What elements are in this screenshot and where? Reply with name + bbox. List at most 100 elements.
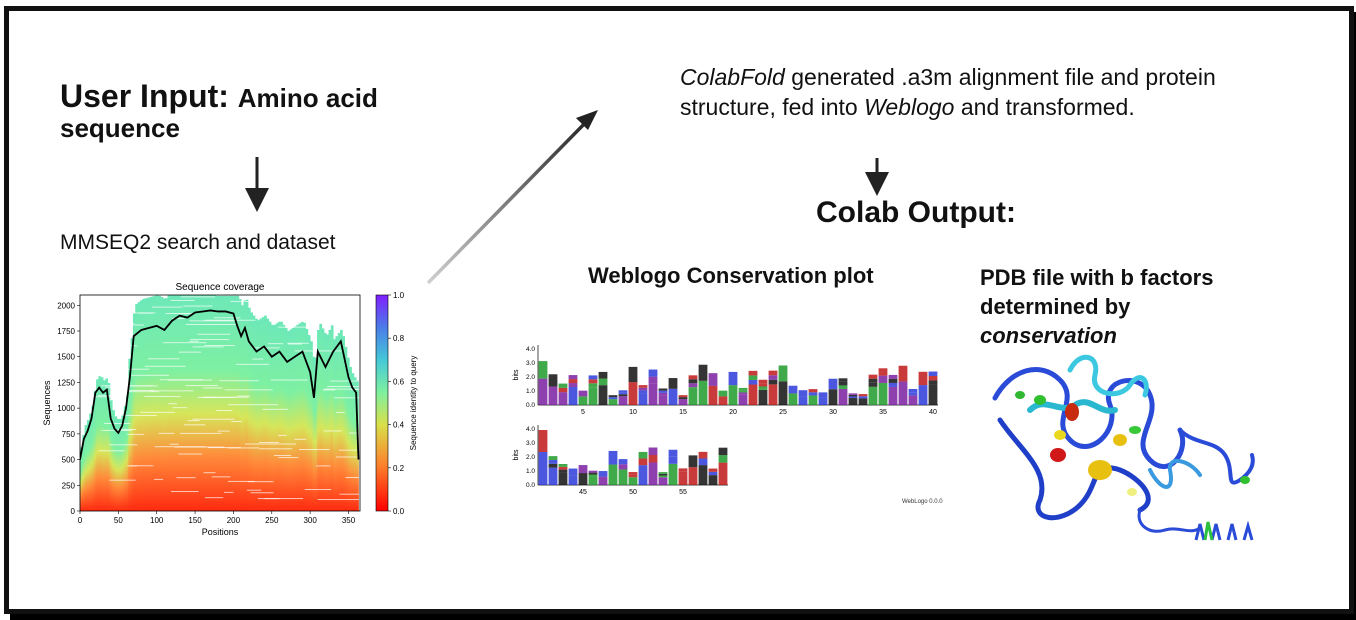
heat-streak [250,492,274,494]
logo-x-tick: 25 [779,409,787,416]
logo-x-tick: 40 [929,409,937,416]
heat-column [201,295,205,511]
heat-streak [144,395,181,397]
logo-glyph [548,374,558,387]
heat-column [245,299,249,511]
logo-glyph [578,465,588,474]
logo-glyph [928,371,938,376]
heat-streak [127,433,145,435]
logo-glyph [668,449,678,457]
heat-streak [216,409,233,411]
heat-column [252,315,256,511]
heat-column [89,413,92,511]
logo-glyph [738,394,748,405]
colorbar-tick-label: 0.0 [393,507,405,516]
logo-ylabel: bits [513,369,520,380]
heat-streak [339,493,360,495]
heat-column [335,336,339,511]
heat-streak [162,342,207,344]
y-tick-label: 1250 [57,378,75,387]
heat-column [330,325,334,511]
heat-streak [317,499,360,501]
logo-x-tick: 10 [629,409,637,416]
heat-streak [274,455,292,456]
colorbar [375,294,389,512]
heat-streak [185,385,218,387]
logo-glyph [628,472,638,475]
heat-column [284,327,288,511]
colorbar-tick-label: 1.0 [393,291,405,300]
heat-streak [126,323,135,324]
heat-streak [87,362,99,364]
heat-column [146,297,150,511]
heat-column [137,302,141,511]
logo-glyph [588,383,598,388]
logo-glyph [638,387,648,391]
logo-glyph [848,394,858,397]
logo-glyph [898,381,908,405]
logo-glyph [658,477,668,485]
heat-streak [259,448,293,450]
colabfold-name: ColabFold [680,64,785,90]
logo-glyph [598,378,608,386]
heat-column [326,334,329,511]
logo-glyph [638,390,648,394]
heat-streak [101,385,153,387]
logo-glyph [888,378,898,383]
logo-glyph [588,379,598,384]
logo-glyph [688,379,698,384]
heat-streak [342,305,360,307]
heat-column [268,321,272,511]
logo-glyph [608,450,618,465]
logo-x-tick: 45 [579,489,587,496]
logo-glyph [658,388,668,391]
logo-glyph [578,473,588,485]
heat-streak [104,423,131,424]
heat-streak [144,365,186,367]
heat-streak [224,389,273,391]
heat-streak [185,324,236,325]
logo-glyph [728,371,738,386]
heat-column [151,296,155,511]
y-tick-label: 250 [62,481,76,490]
logo-glyph [748,379,758,385]
heat-column [259,318,263,511]
heat-streak [80,353,109,355]
logo-glyph [548,463,558,468]
heat-streak [300,298,328,300]
heat-streak [140,411,175,413]
logo-glyph [738,390,748,393]
heat-column [176,295,180,511]
logo-glyph [658,473,668,476]
user-input-heading: User Input: Amino acid [60,78,378,115]
heat-streak [178,313,191,315]
heat-column [289,329,293,511]
heat-column [195,295,198,511]
logo-y-tick: 2.0 [526,454,535,461]
logo-glyph [878,375,888,383]
heat-streak [190,339,230,341]
logo-glyph [648,383,658,405]
heat-streak [203,472,216,474]
logo-glyph [568,375,578,380]
logo-glyph [708,471,718,476]
heat-column [153,295,157,511]
heat-streak [176,477,196,479]
heat-streak [192,346,224,348]
heat-streak [183,305,213,307]
pdb-italic: conservation [980,323,1117,348]
logo-glyph [568,475,578,485]
logo-glyph [548,386,558,405]
heat-streak [187,420,200,422]
logo-glyph [538,452,548,485]
heat-streak [224,491,234,493]
logo-glyph [628,477,638,485]
heat-streak [294,438,307,440]
logo-glyph [598,471,608,477]
y-tick-label: 0 [71,507,76,516]
logo-glyph [778,381,788,405]
logo-glyph [708,468,718,472]
heat-streak [330,380,360,382]
